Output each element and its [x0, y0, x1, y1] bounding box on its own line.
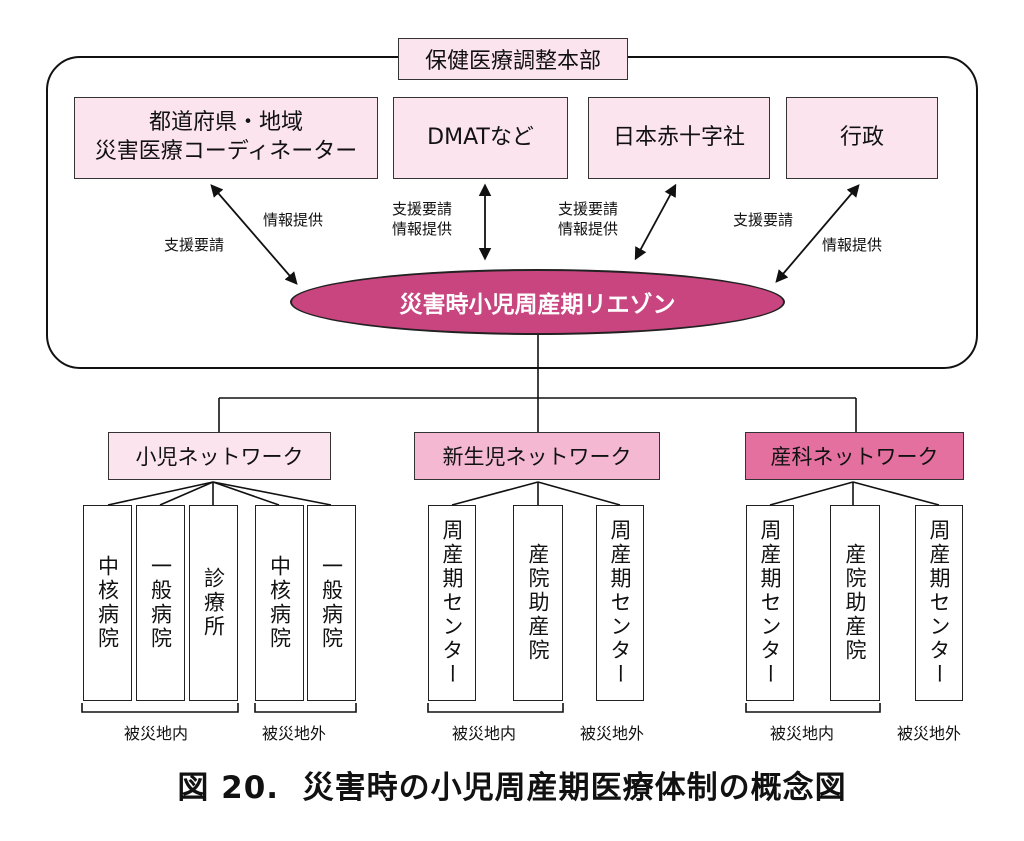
admin-request-label: 支援要請 — [733, 211, 794, 229]
facility-label: 周産期センター — [927, 519, 951, 687]
obstetric-network-box: 産科ネットワーク — [745, 432, 964, 480]
redcross-info-label: 情報提供 — [558, 220, 619, 238]
facility-box: 診療所 — [189, 505, 238, 701]
dmat-box: DMATなど — [393, 97, 568, 179]
admin-info-label: 情報提供 — [822, 236, 883, 254]
pediatric-network-label: 小児ネットワーク — [135, 445, 304, 469]
tree-lines — [81, 335, 940, 713]
facility-box: 産院助産院 — [830, 505, 880, 701]
pediatric-network-box: 小児ネットワーク — [108, 432, 331, 480]
obstetric-inside-zone: 被災地内 — [770, 724, 835, 743]
facility-box: 産院助産院 — [513, 505, 563, 701]
coordinator-info-label: 情報提供 — [263, 211, 324, 229]
liaison-ellipse: 災害時小児周産期リエゾン — [290, 269, 785, 335]
facility-label: 周産期センター — [608, 519, 632, 687]
neonatal-inside-zone: 被災地内 — [452, 724, 517, 743]
facility-label: 産院助産院 — [526, 543, 550, 663]
coordinator-request-label: 支援要請 — [164, 236, 225, 254]
redcross-request-label: 支援要請 — [558, 200, 619, 218]
facility-label: 周産期センター — [440, 519, 464, 687]
obstetric-network-label: 産科ネットワーク — [770, 445, 939, 469]
pediatric-inside-zone: 被災地内 — [124, 724, 189, 743]
facility-label: 周産期センター — [758, 519, 782, 687]
administration-label: 行政 — [839, 124, 884, 150]
coordinator-line2: 災害医療コーディネーター — [94, 139, 358, 164]
facility-box: 中核病院 — [255, 505, 304, 701]
administration-box: 行政 — [786, 97, 938, 179]
facility-box: 中核病院 — [83, 505, 132, 701]
coordinator-line1: 都道府県・地域 — [148, 110, 303, 136]
facility-label: 診療所 — [201, 567, 226, 639]
facility-label: 一般病院 — [319, 555, 344, 651]
arrow-redcross — [634, 183, 677, 261]
facility-label: 産院助産院 — [843, 543, 867, 663]
liaison-label: 災害時小児周産期リエゾン — [399, 292, 676, 318]
facility-label: 中核病院 — [95, 555, 120, 651]
obstetric-outside-zone: 被災地外 — [897, 724, 962, 743]
facility-box: 周産期センター — [428, 505, 476, 701]
facility-box: 周産期センター — [915, 505, 963, 701]
pediatric-outside-zone: 被災地外 — [262, 724, 327, 743]
facility-box: 一般病院 — [307, 505, 356, 701]
neonatal-network-label: 新生児ネットワーク — [442, 445, 632, 469]
coordinator-box: 都道府県・地域 災害医療コーディネーター — [74, 97, 378, 179]
redcross-box: 日本赤十字社 — [588, 97, 770, 179]
dmat-request-label: 支援要請 — [392, 200, 453, 218]
facility-label: 一般病院 — [148, 555, 173, 651]
neonatal-outside-zone: 被災地外 — [580, 724, 645, 743]
facility-label: 中核病院 — [267, 555, 292, 651]
figure-caption: 図 20. 災害時の小児周産期医療体制の概念図 — [177, 770, 847, 806]
arrow-coordinator — [210, 184, 298, 285]
facility-box: 周産期センター — [746, 505, 794, 701]
facility-box: 周産期センター — [596, 505, 644, 701]
dmat-info-label: 情報提供 — [392, 220, 453, 238]
facility-box: 一般病院 — [136, 505, 185, 701]
arrow-admin — [775, 184, 860, 283]
dmat-label: DMATなど — [427, 124, 534, 150]
headquarters-label: 保健医療調整本部 — [398, 38, 628, 80]
neonatal-network-box: 新生児ネットワーク — [414, 432, 660, 480]
redcross-label: 日本赤十字社 — [612, 124, 745, 150]
